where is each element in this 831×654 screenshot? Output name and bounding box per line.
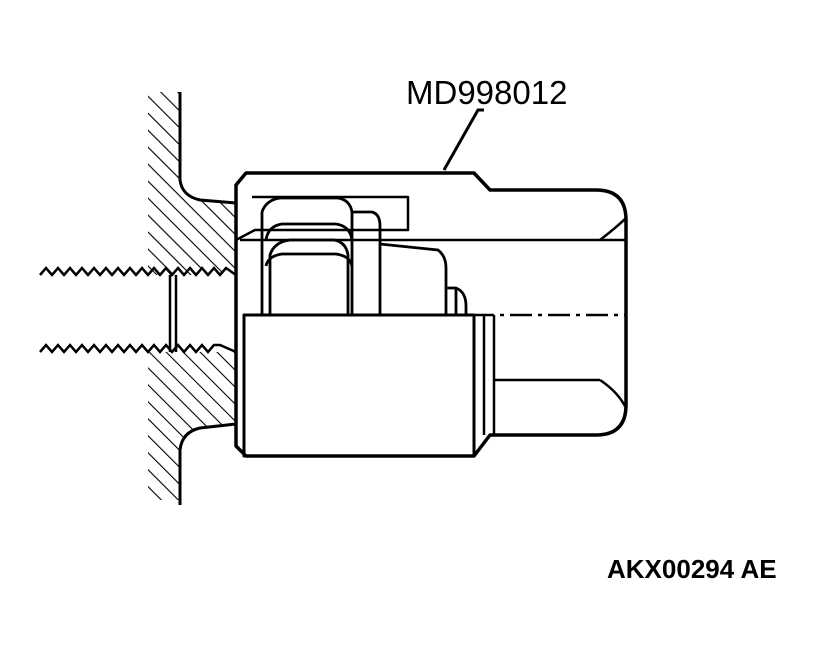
callout-leader-line [442, 108, 484, 171]
callout-label: MD998012 [406, 74, 567, 111]
socket-outline [234, 171, 628, 458]
bolt-thread-bottom [39, 343, 237, 354]
nut [260, 196, 468, 315]
figure-id: AKX00294 AE [607, 554, 777, 584]
socket-tool [234, 171, 628, 458]
bolt-thread-top [39, 266, 237, 277]
threaded-bolt [39, 266, 237, 354]
housing-wall [148, 92, 237, 505]
